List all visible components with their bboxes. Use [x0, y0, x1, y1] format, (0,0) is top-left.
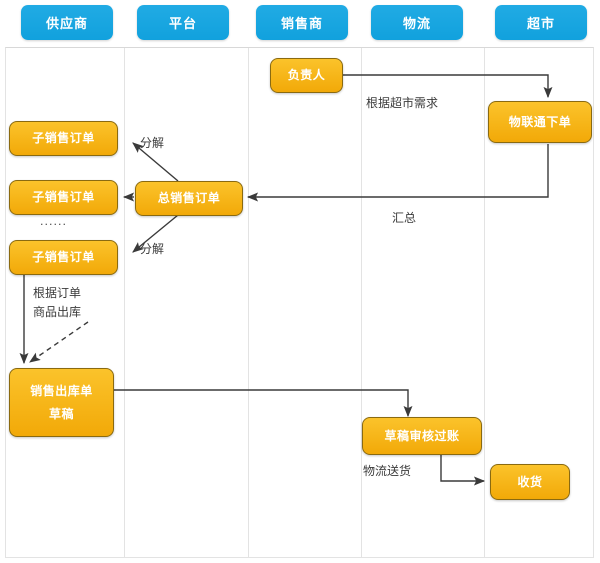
lane-divider-3 — [361, 48, 362, 557]
annotation-split-bottom: 分解 — [140, 242, 165, 256]
node-sub-order-1[interactable]: 子销售订单 — [9, 121, 118, 156]
lane-header-distributor[interactable]: 销售商 — [256, 5, 348, 40]
annotation-logistics-delivery: 物流送货 — [363, 464, 412, 478]
annotation-ellipsis: ······ — [40, 218, 67, 231]
lane-divider-1 — [124, 48, 125, 557]
node-sub-order-2-label: 子销售订单 — [32, 190, 95, 205]
lane-header-supplier[interactable]: 供应商 — [21, 5, 113, 40]
node-sales-outbound-draft-label2: 草稿 — [48, 406, 74, 421]
lane-header-logistics-label: 物流 — [402, 17, 431, 32]
annotation-per-supermarket-demand: 根据超市需求 — [366, 96, 439, 110]
node-sales-outbound-draft[interactable]: 销售出库单 草稿 — [9, 368, 114, 437]
lane-divider-4 — [484, 48, 485, 557]
node-sub-order-2[interactable]: 子销售订单 — [9, 180, 118, 215]
lane-header-distributor-label: 销售商 — [280, 17, 323, 32]
lane-header-supplier-label: 供应商 — [45, 17, 88, 32]
node-sub-order-3-label: 子销售订单 — [32, 250, 95, 265]
node-sub-order-1-label: 子销售订单 — [32, 131, 95, 146]
node-sub-order-3[interactable]: 子销售订单 — [9, 240, 118, 275]
node-iot-order-label: 物联通下单 — [508, 114, 572, 129]
lane-header-platform-label: 平台 — [168, 17, 197, 32]
node-receive-goods-label: 收货 — [517, 474, 543, 489]
node-owner[interactable]: 负责人 — [270, 58, 343, 93]
node-master-order[interactable]: 总销售订单 — [135, 181, 243, 216]
node-iot-order[interactable]: 物联通下单 — [488, 101, 592, 143]
node-draft-audit-posting[interactable]: 草稿审核过账 — [362, 417, 482, 455]
annotation-split-top: 分解 — [140, 136, 165, 150]
lane-divider-2 — [248, 48, 249, 557]
lane-header-logistics[interactable]: 物流 — [371, 5, 463, 40]
annotation-summarize: 汇总 — [392, 211, 417, 225]
node-receive-goods[interactable]: 收货 — [490, 464, 570, 500]
lane-header-supermarket-label: 超市 — [526, 17, 555, 32]
node-owner-label: 负责人 — [287, 68, 326, 83]
lane-header-supermarket[interactable]: 超市 — [495, 5, 587, 40]
node-sales-outbound-draft-label: 销售出库单 — [30, 383, 93, 398]
lane-header-platform[interactable]: 平台 — [137, 5, 229, 40]
annotation-per-order-outbound-line2: 商品出库 — [33, 305, 82, 319]
node-master-order-label: 总销售订单 — [157, 191, 221, 206]
annotation-per-order-outbound-line1: 根据订单 — [33, 286, 82, 300]
node-draft-audit-posting-label: 草稿审核过账 — [384, 428, 460, 443]
